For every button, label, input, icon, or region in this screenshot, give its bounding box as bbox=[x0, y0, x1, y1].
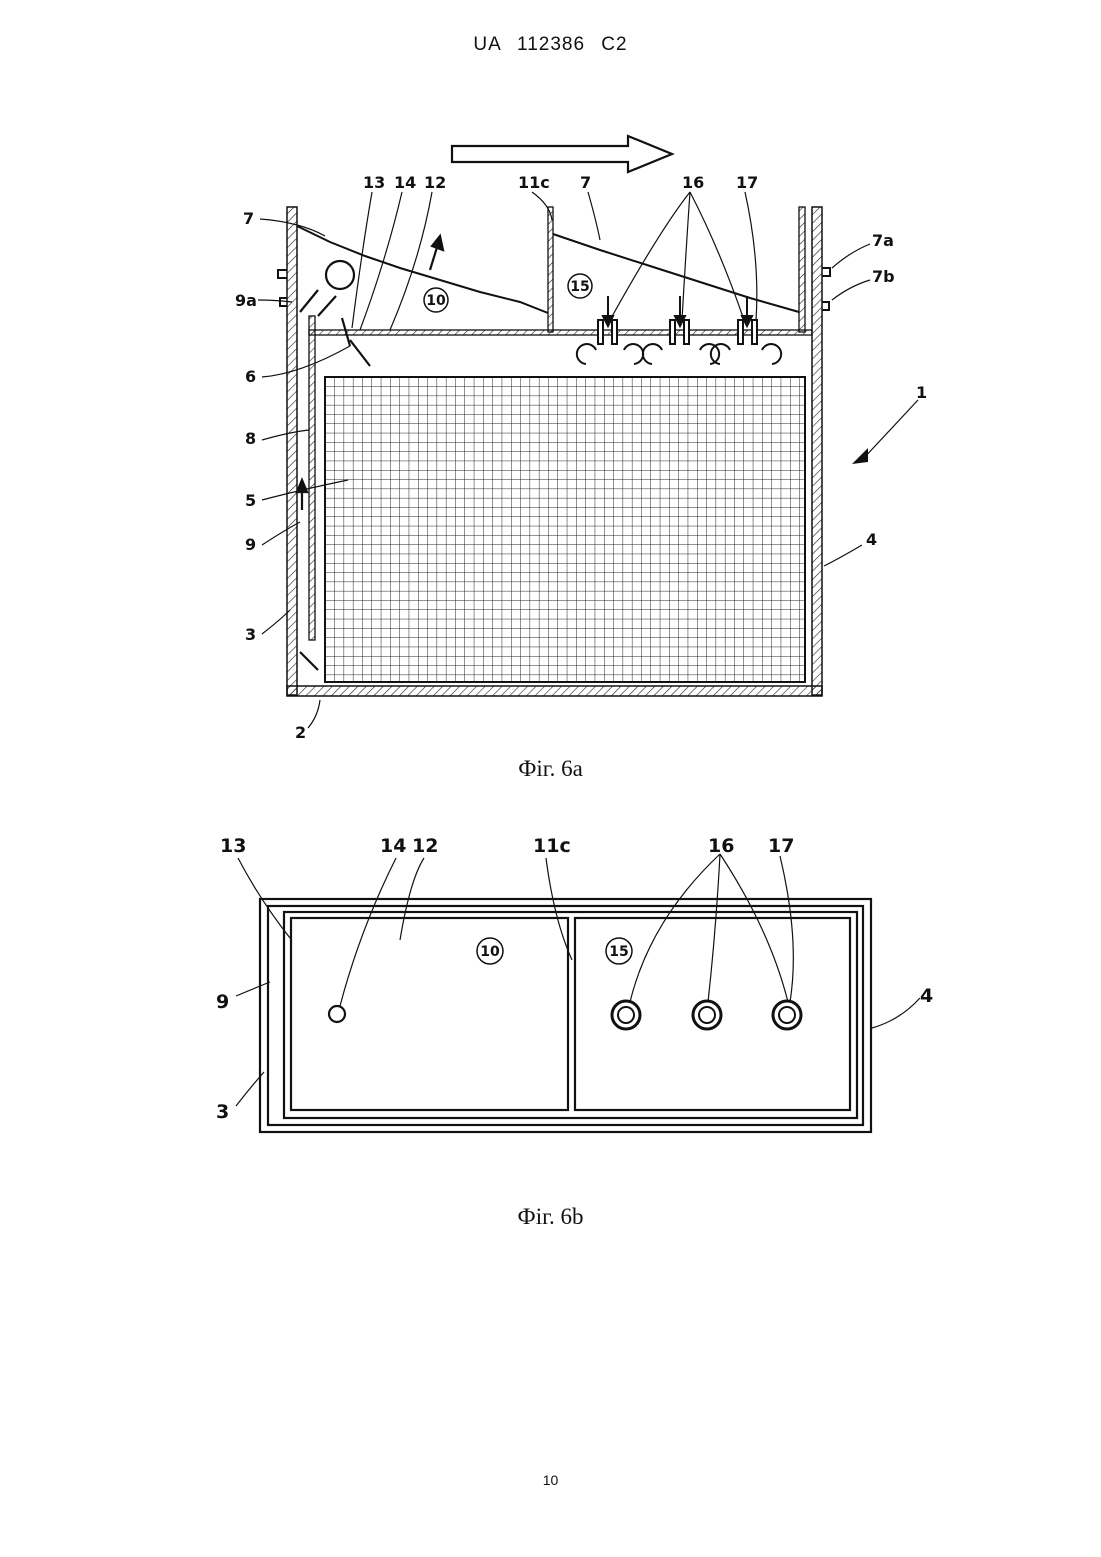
ref-1: 1 bbox=[916, 383, 927, 402]
ref6b-13: 13 bbox=[220, 835, 246, 857]
flow-direction-arrow bbox=[452, 136, 672, 172]
ref-5: 5 bbox=[245, 491, 256, 510]
ref-7a: 7a bbox=[872, 231, 894, 250]
ref-9a: 9a bbox=[235, 291, 257, 310]
ref6b-3: 3 bbox=[216, 1101, 229, 1123]
liquid-surface-left bbox=[297, 226, 548, 313]
ref-4: 4 bbox=[866, 530, 877, 549]
ref6b-14: 14 bbox=[380, 835, 406, 857]
ref6b-4: 4 bbox=[920, 985, 933, 1007]
zone-marker-10-plan: 10 bbox=[477, 938, 503, 964]
zone-10-label: 10 bbox=[426, 293, 446, 309]
ref6b-11c: 11c bbox=[533, 835, 571, 857]
figure-6a-caption: Фіг. 6a bbox=[0, 756, 1101, 782]
ref6b-17: 17 bbox=[768, 835, 794, 857]
zone-15-plan-label: 15 bbox=[609, 944, 628, 960]
liquid-surface-right bbox=[553, 234, 799, 312]
downcomer-openings bbox=[612, 1001, 801, 1029]
ref-2: 2 bbox=[295, 723, 306, 742]
page-number: 10 bbox=[0, 1472, 1101, 1488]
zone-marker-10: 10 bbox=[424, 288, 448, 312]
ref-12: 12 bbox=[424, 173, 446, 192]
swirl-arrows bbox=[577, 344, 781, 364]
ref-17: 17 bbox=[736, 173, 758, 192]
ref-13: 13 bbox=[363, 173, 385, 192]
ref-7-left: 7 bbox=[243, 209, 254, 228]
ref-14: 14 bbox=[394, 173, 416, 192]
zone-10-plan-label: 10 bbox=[480, 944, 500, 960]
ref-9: 9 bbox=[245, 535, 256, 554]
ref-7b: 7b bbox=[872, 267, 895, 286]
ref-11c: 11c bbox=[518, 173, 550, 192]
tray-plate bbox=[309, 207, 812, 335]
packing-grid bbox=[325, 377, 805, 682]
ref-7-top: 7 bbox=[580, 173, 591, 192]
ref-6: 6 bbox=[245, 367, 256, 386]
ref-16: 16 bbox=[682, 173, 704, 192]
assembly-arrow-head bbox=[852, 448, 868, 464]
ref6b-9: 9 bbox=[216, 991, 229, 1013]
figure-6b-drawing: 10 15 13 14 12 11c 16 17 9 3 4 bbox=[0, 820, 1101, 1150]
ref-8: 8 bbox=[245, 429, 256, 448]
ref6b-16: 16 bbox=[708, 835, 734, 857]
figure-6b-caption: Фіг. 6b bbox=[0, 1204, 1101, 1230]
downward-flow-arrows bbox=[603, 296, 752, 326]
zone-marker-15-plan: 15 bbox=[606, 938, 632, 964]
leader-lines-6b bbox=[236, 854, 920, 1106]
zone-marker-15: 15 bbox=[568, 274, 592, 298]
ref6b-12: 12 bbox=[412, 835, 438, 857]
zone-15-label: 15 bbox=[570, 279, 589, 295]
figure-6a-drawing: 10 15 13 14 12 11c 7 16 17 7 7a 7b 9a 6 … bbox=[0, 0, 1101, 760]
ref-3: 3 bbox=[245, 625, 256, 644]
opening-14 bbox=[329, 1006, 345, 1022]
